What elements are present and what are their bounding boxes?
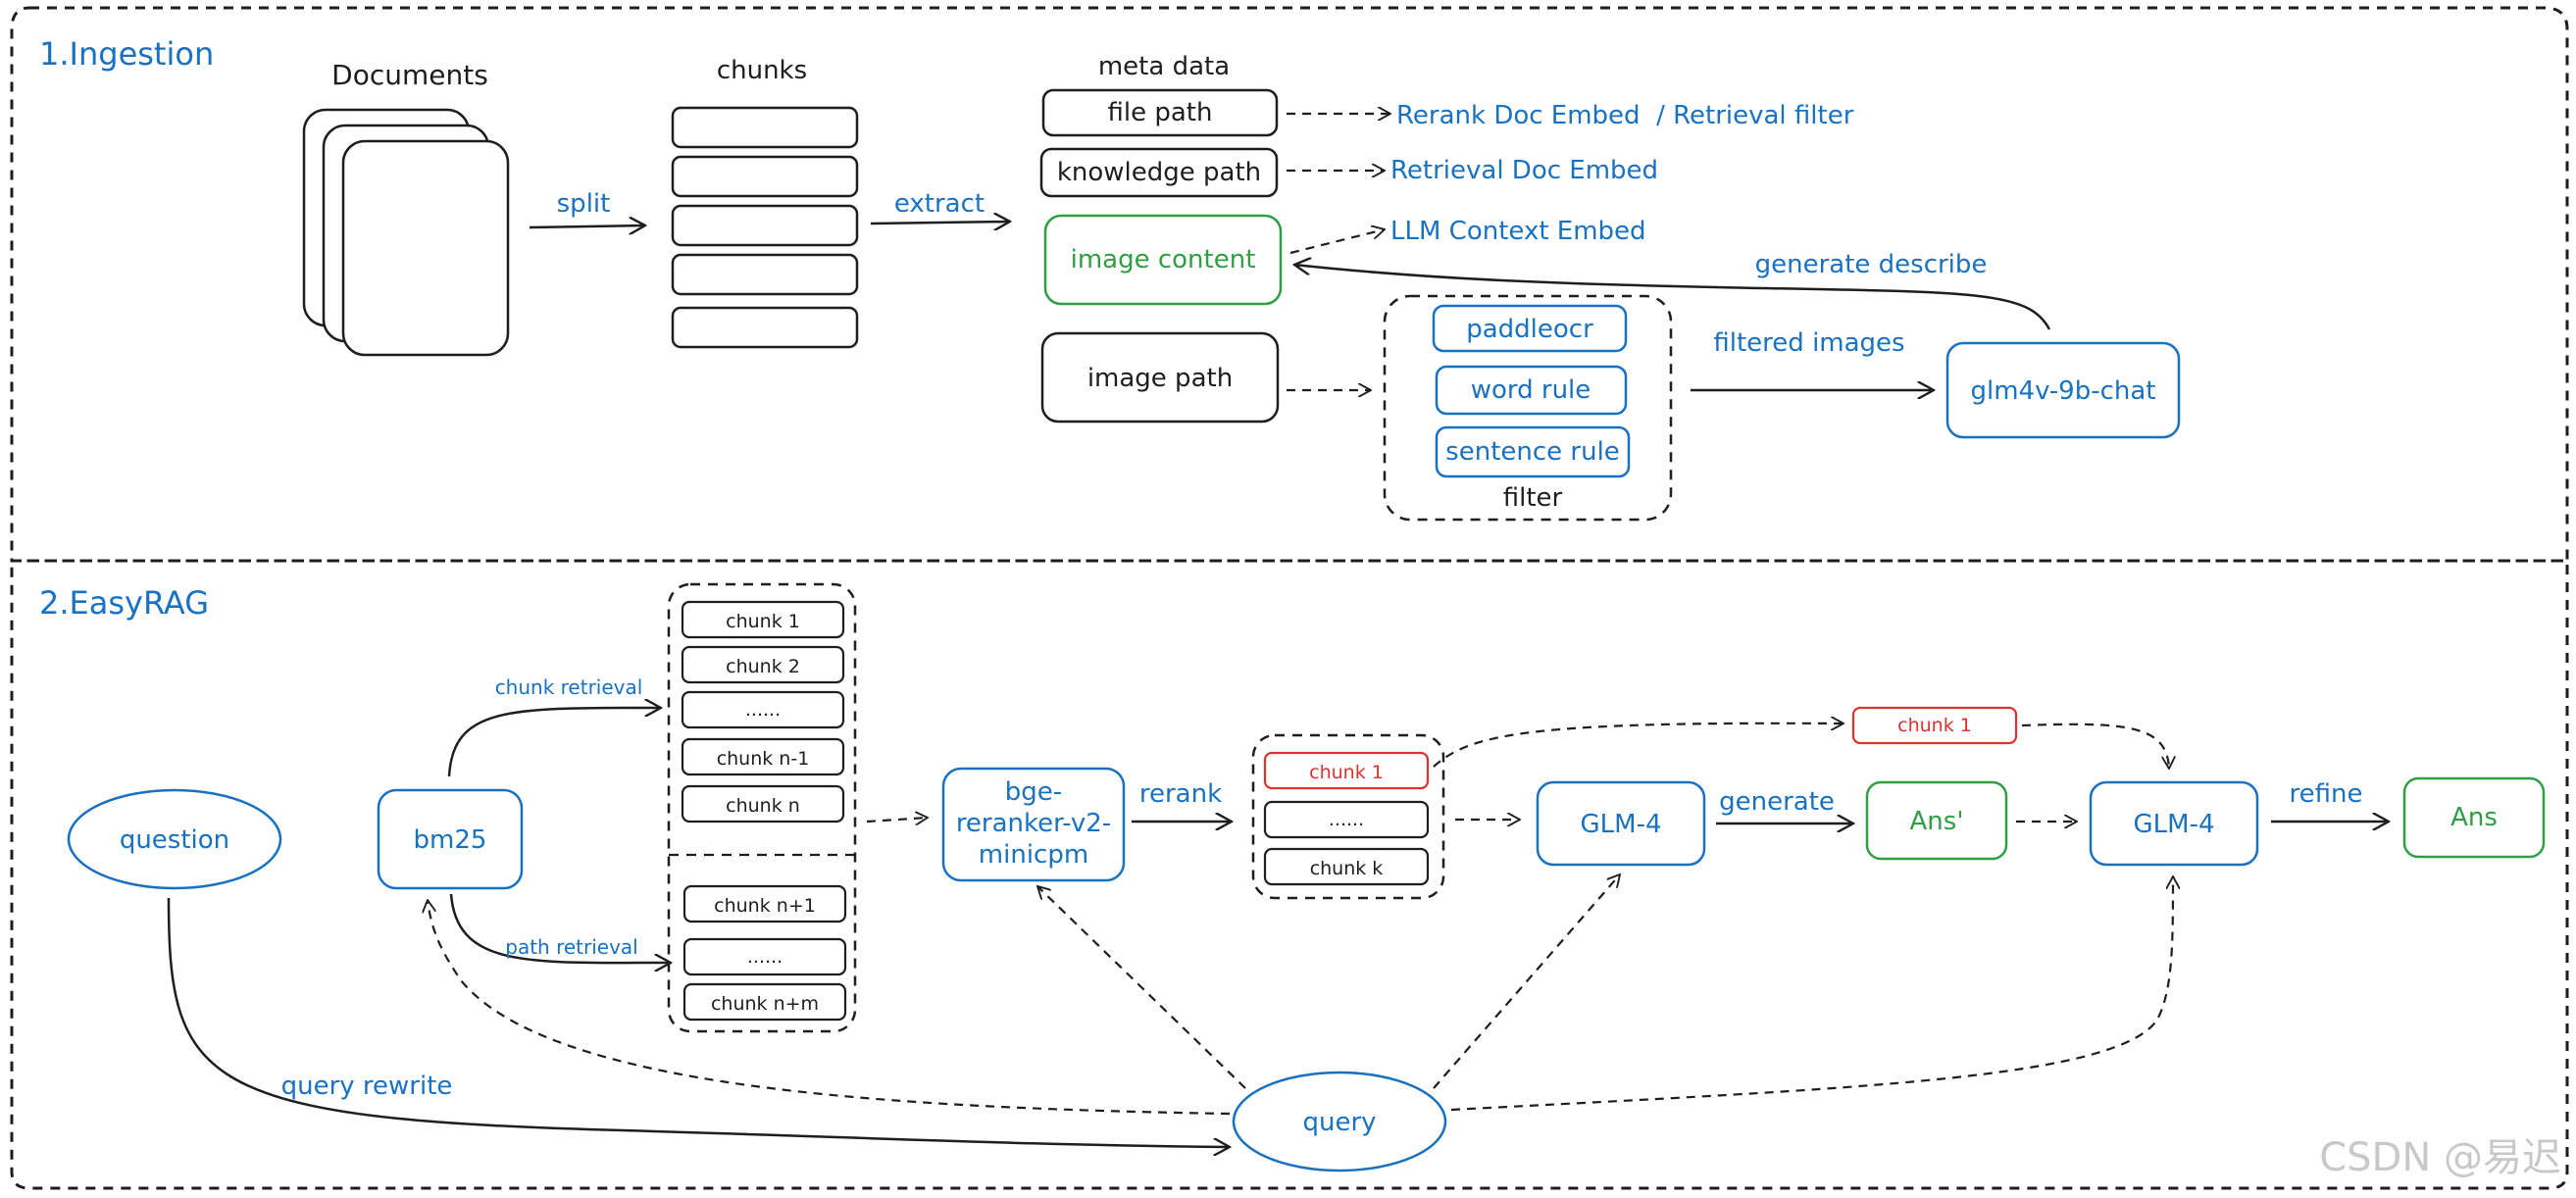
chunk-slot	[671, 155, 859, 198]
image-content-arrow	[1289, 229, 1385, 255]
top-chunk-forward-arrow	[1433, 724, 1844, 768]
glm-b-label: GLM-4	[2134, 810, 2215, 839]
chunk-slot	[671, 204, 859, 247]
retrieved-chunk: chunk n+1	[714, 895, 816, 917]
retrieved-chunks-group	[667, 582, 857, 1033]
ans-label: Ans	[2450, 803, 2498, 832]
extract-arrow	[870, 222, 1010, 224]
retrieved-chunk: chunk n-1	[717, 748, 810, 770]
query-rewrite-label: query rewrite	[281, 1072, 453, 1101]
chunk-group-2: chunk n+1 ...... chunk n+m	[682, 884, 847, 1022]
generate-label: generate	[1719, 787, 1835, 817]
meta-data-title: meta data	[1098, 52, 1230, 81]
ingestion-frame	[10, 6, 2569, 563]
filter-word-rule-box	[1435, 365, 1628, 416]
chunks-label: chunks	[717, 56, 807, 85]
documents-label: Documents	[331, 59, 488, 91]
filter-paddleocr-box	[1432, 304, 1628, 353]
reranker-box	[941, 767, 1126, 882]
glm-a-label: GLM-4	[1581, 810, 1662, 839]
ans-prime-label: Ans'	[1910, 807, 1964, 836]
reranked-top-chunk-box	[1263, 751, 1430, 790]
carried-chunk: chunk 1	[1897, 715, 1972, 736]
reranked-top-chunk: chunk 1	[1309, 762, 1384, 783]
query-node	[1232, 1071, 1447, 1173]
split-label: split	[557, 189, 611, 219]
filter-group	[1383, 294, 1673, 522]
chunk-retrieval-label: chunk retrieval	[495, 675, 643, 699]
image-content-target: LLM Context Embed	[1390, 217, 1646, 246]
knowledge-path-target: Retrieval Doc Embed	[1390, 156, 1658, 185]
to-reranker-arrow	[866, 818, 928, 822]
generate-describe-arrow	[1294, 265, 2051, 330]
meta-knowledge-path-label: knowledge path	[1057, 158, 1261, 187]
query-rewrite-arrow	[167, 897, 1230, 1147]
reranked-chunks-group	[1251, 733, 1445, 900]
carried-chunk-to-glm-b-arrow	[2021, 723, 2169, 769]
easyrag-title: 2.EasyRAG	[39, 584, 209, 622]
glm-a-box	[1536, 780, 1706, 867]
meta-image-path-label: image path	[1087, 364, 1233, 393]
glm-b-box	[2089, 780, 2259, 867]
question-node	[67, 788, 282, 890]
meta-image-content-box	[1043, 214, 1283, 306]
filter-sentence-rule-box	[1435, 425, 1631, 478]
generate-describe-label: generate describe	[1755, 250, 1988, 279]
chunk-slot	[671, 253, 859, 296]
documents-stack-icon	[302, 108, 510, 357]
retrieved-chunk: ......	[747, 946, 783, 968]
meta-file-path-label: file path	[1108, 98, 1213, 127]
extract-label: extract	[894, 189, 985, 219]
filter-paddleocr-label: paddleocr	[1466, 315, 1593, 344]
filter-sentence-rule-label: sentence rule	[1445, 437, 1620, 467]
retrieved-chunk: chunk n+m	[711, 993, 819, 1015]
glm4v-label: glm4v-9b-chat	[1971, 376, 2156, 406]
chunk-retrieval-arrow	[447, 708, 661, 777]
retrieved-chunk: chunk 1	[726, 611, 800, 632]
glm4v-box	[1945, 341, 2181, 439]
ingestion-title: 1.Ingestion	[39, 35, 214, 73]
question-label: question	[120, 825, 229, 855]
filtered-images-label: filtered images	[1713, 328, 1904, 358]
watermark: CSDN @易迟	[2319, 1135, 2561, 1180]
meta-knowledge-path-box	[1039, 147, 1279, 198]
file-path-target: Rerank Doc Embed / Retrieval filter	[1396, 101, 1854, 130]
retrieved-chunk: ......	[745, 699, 781, 721]
ans-prime-box	[1865, 780, 2008, 861]
meta-image-content-label: image content	[1071, 245, 1256, 275]
path-retrieval-label: path retrieval	[505, 935, 638, 959]
bm25-label: bm25	[414, 825, 487, 855]
chunk-group-1: chunk 1 chunk 2 ...... chunk n-1 chunk n	[681, 600, 845, 824]
split-arrow	[529, 225, 645, 227]
reranker-line-3: minicpm	[979, 840, 1088, 870]
query-to-reranker-arrow	[1037, 886, 1246, 1089]
bm25-box	[377, 788, 524, 890]
chunks-column	[671, 106, 859, 349]
ans-box	[2402, 776, 2546, 859]
meta-file-path-box	[1041, 88, 1279, 137]
rerank-label: rerank	[1139, 779, 1222, 809]
path-retrieval-arrow	[449, 893, 671, 963]
filter-word-rule-label: word rule	[1471, 375, 1591, 405]
reranked-chunk: chunk k	[1310, 858, 1384, 879]
refine-label: refine	[2290, 779, 2363, 809]
filter-label: filter	[1503, 483, 1563, 513]
reranker-line-2: reranker-v2-	[956, 809, 1111, 838]
retrieved-chunk: chunk n	[726, 795, 800, 817]
meta-image-path-box	[1040, 331, 1280, 424]
query-to-glm-b-arrow	[1450, 876, 2173, 1112]
reranker-line-1: bge-	[1005, 777, 1062, 807]
reranked-chunk: ......	[1329, 809, 1364, 830]
carried-chunk-box	[1851, 706, 2018, 745]
query-label: query	[1302, 1108, 1376, 1137]
chunk-slot	[671, 106, 859, 149]
query-to-glm-a-arrow	[1433, 874, 1620, 1089]
chunk-slot	[671, 306, 859, 349]
retrieved-chunk: chunk 2	[726, 656, 800, 677]
